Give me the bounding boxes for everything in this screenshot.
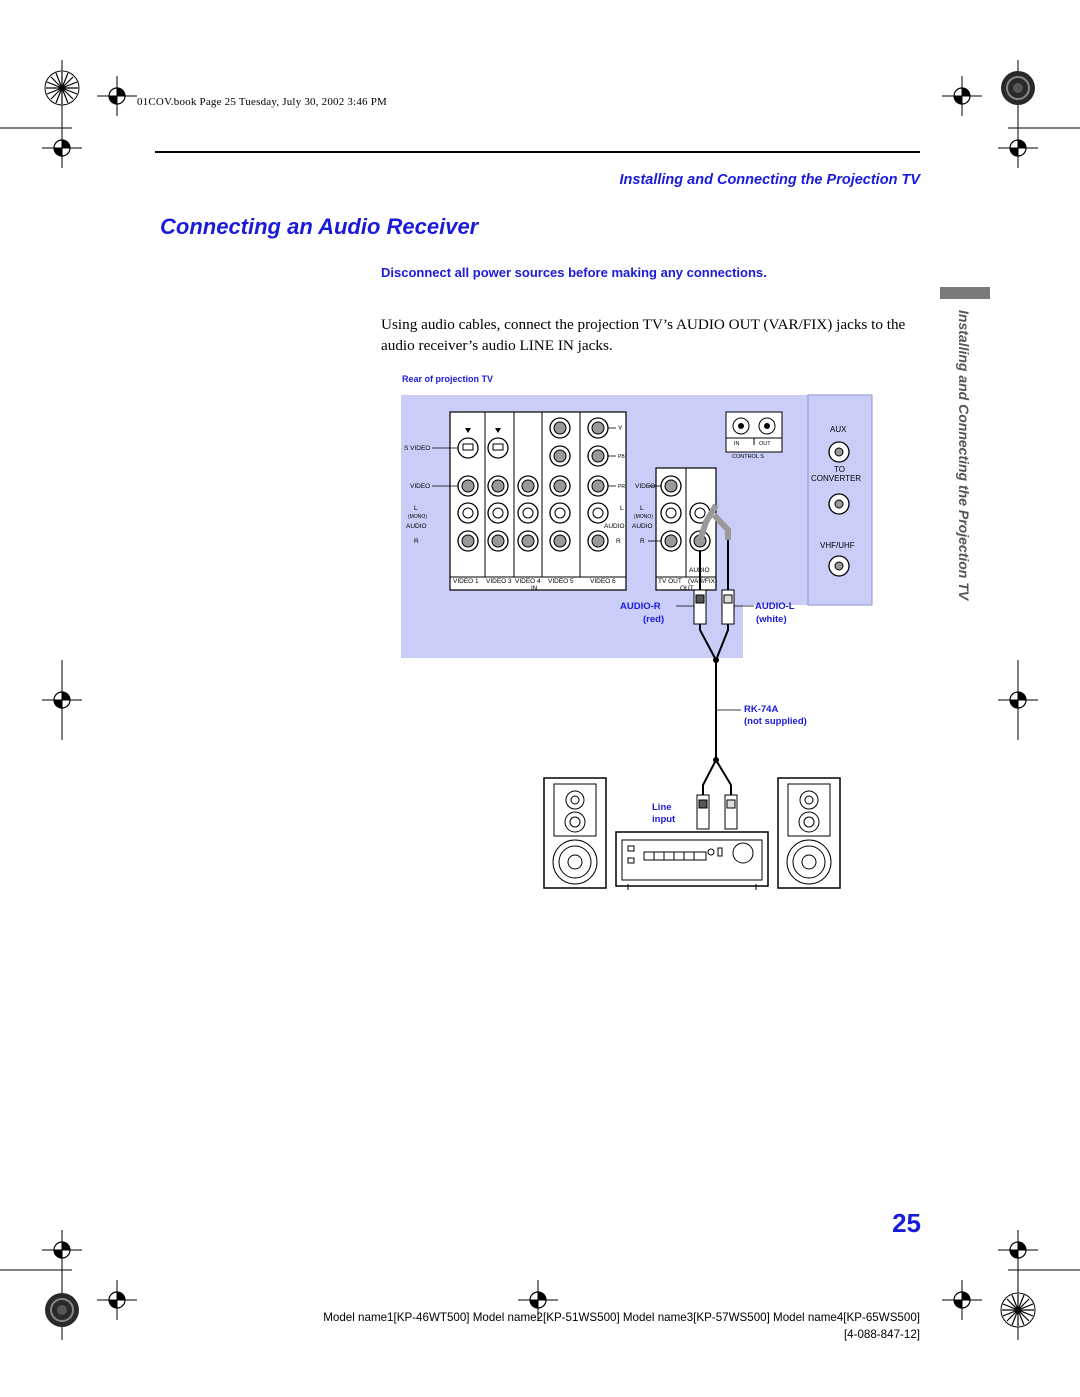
label-cable-model: RK-74A bbox=[744, 704, 778, 715]
label-audio-l: AUDIO-L bbox=[755, 601, 795, 612]
label-vhf-uhf: VHF/UHF bbox=[820, 541, 855, 550]
label-not-supplied: (not supplied) bbox=[744, 716, 807, 727]
label-audio-r: AUDIO-R bbox=[620, 601, 661, 612]
label-video4: VIDEO 4 bbox=[515, 578, 541, 585]
label-aux: AUX bbox=[830, 425, 847, 434]
label-input: input bbox=[652, 814, 676, 825]
label-control-s: CONTROL S bbox=[732, 454, 764, 460]
label-l3: L bbox=[640, 505, 644, 512]
label-video5: VIDEO 5 bbox=[548, 578, 574, 585]
speaker-right bbox=[777, 777, 841, 889]
label-out: OUT bbox=[680, 585, 694, 592]
label-tv-out: TV OUT bbox=[658, 578, 682, 585]
label-audio-out: AUDIO bbox=[689, 567, 710, 574]
label-s-video: S VIDEO bbox=[404, 445, 430, 452]
file-info: 01COV.book Page 25 Tuesday, July 30, 200… bbox=[137, 96, 387, 108]
label-l2: L bbox=[620, 505, 624, 512]
intro-text: Using audio cables, connect the projecti… bbox=[381, 316, 906, 354]
connection-diagram: S VIDEO VIDEO L (MONO) AUDIO R Y PB PR L… bbox=[401, 394, 873, 890]
label-audio2: AUDIO bbox=[604, 523, 625, 530]
page-number: 25 bbox=[892, 1208, 921, 1238]
header-rule bbox=[155, 151, 920, 153]
label-video1: VIDEO 1 bbox=[453, 578, 479, 585]
label-mono: (MONO) bbox=[408, 514, 427, 520]
label-r2: R bbox=[616, 538, 621, 545]
footer-models: Model name1[KP-46WT500] Model name2[KP-5… bbox=[323, 1311, 920, 1324]
page-title: Connecting an Audio Receiver bbox=[160, 214, 479, 239]
warning-text: Disconnect all power sources before maki… bbox=[381, 265, 767, 280]
speaker-left bbox=[543, 777, 607, 889]
label-mono3: (MONO) bbox=[634, 514, 653, 520]
label-y: Y bbox=[618, 425, 623, 432]
label-video3: VIDEO 3 bbox=[486, 578, 512, 585]
label-r3: R bbox=[640, 538, 645, 545]
label-video-out: VIDEO bbox=[635, 483, 655, 490]
label-pb: PB bbox=[618, 454, 625, 460]
label-line: Line bbox=[652, 802, 672, 813]
diagram-caption: Rear of projection TV bbox=[402, 374, 494, 384]
label-in: IN bbox=[531, 585, 538, 592]
label-control-in: IN bbox=[734, 441, 740, 447]
label-r: R bbox=[414, 538, 419, 545]
footer-code: [4-088-847-12] bbox=[843, 1328, 920, 1341]
side-tab-marker bbox=[940, 287, 990, 299]
label-red: (red) bbox=[643, 614, 664, 625]
label-to: TO bbox=[834, 465, 845, 474]
label-audio: AUDIO bbox=[406, 523, 427, 530]
section-header: Installing and Connecting the Projection… bbox=[619, 172, 921, 188]
label-video: VIDEO bbox=[410, 483, 430, 490]
cable-plugs bbox=[693, 589, 738, 830]
label-video6: VIDEO 6 bbox=[590, 578, 616, 585]
side-tab-label: Installing and Connecting the Projection… bbox=[956, 310, 972, 601]
label-l: L bbox=[414, 505, 418, 512]
label-var-fix: (VAR/FIX) bbox=[688, 578, 717, 585]
s-video-jacks bbox=[457, 428, 509, 459]
label-control-out: OUT bbox=[759, 441, 771, 447]
rca-jacks bbox=[457, 417, 609, 552]
label-audio3: AUDIO bbox=[632, 523, 653, 530]
audio-receiver bbox=[615, 831, 769, 890]
label-pr: PR bbox=[618, 484, 625, 490]
label-white: (white) bbox=[756, 614, 787, 625]
label-converter: CONVERTER bbox=[811, 474, 861, 483]
